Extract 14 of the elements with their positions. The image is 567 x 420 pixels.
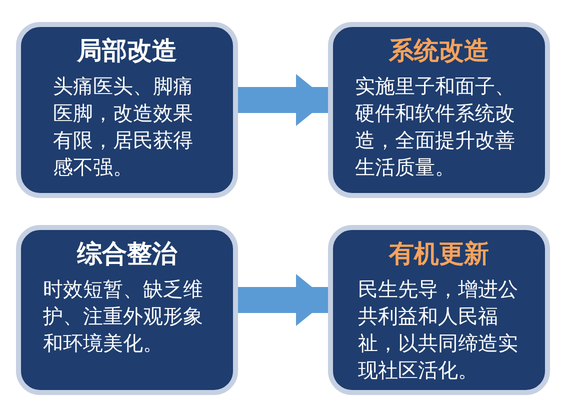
box-title: 系统改造 <box>388 35 490 67</box>
box-body-text: 时效短暂、缺乏维护、注重外观形象和环境美化。 <box>43 276 204 357</box>
box-body-text: 实施里子和面子、硬件和软件系统改造，全面提升改善生活质量。 <box>355 73 516 181</box>
text-box <box>16 22 238 198</box>
arrow <box>238 74 328 126</box>
box-title: 综合整治 <box>76 238 178 270</box>
text-box <box>328 225 550 395</box>
box-title: 局部改造 <box>76 35 178 67</box>
text-box <box>328 22 550 198</box>
text-box <box>16 225 238 395</box>
box-body-text: 头痛医头、脚痛医脚，改造效果有限，居民获得感不强。 <box>53 73 194 181</box>
box-body-text: 民生先导，增进公共利益和人民福祉，以共同缔造实现社区活化。 <box>358 276 519 384</box>
arrow <box>238 274 328 326</box>
box-title: 有机更新 <box>388 238 490 270</box>
